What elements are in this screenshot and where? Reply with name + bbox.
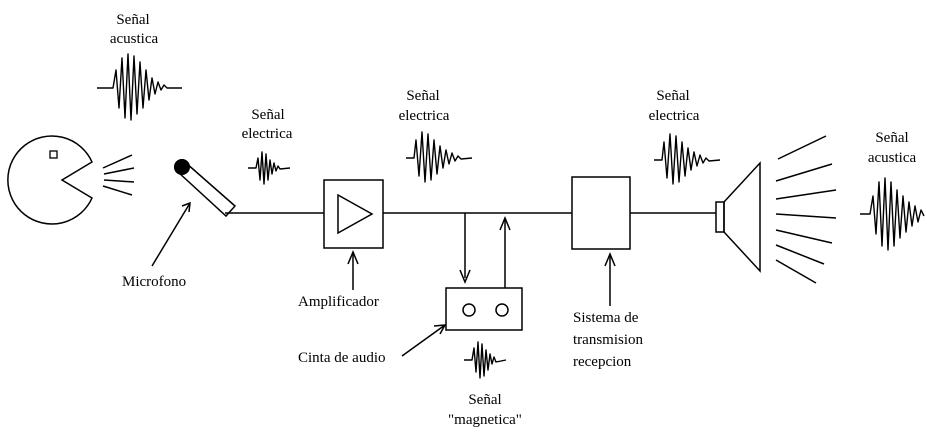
magnetic-waveform [464,341,507,379]
audio-tape-label: Cinta de audio [298,350,385,366]
electric-signal-3-label-1: Señal [656,88,689,104]
transmission-system-block [571,176,631,250]
loudspeaker-rays [775,135,837,284]
loudspeaker [715,161,761,273]
transmission-system-label-1: Sistema de [573,310,639,326]
label-pointers [151,201,616,357]
electric-signal-1-label-2: electrica [242,126,293,142]
acoustic-signal-top-label-2: acustica [110,31,159,47]
acoustic-signal-right-label-2: acustica [868,150,917,166]
amplifier-block [323,179,384,249]
transmission-system-label-2: transmision [573,332,643,348]
acoustic-signal-top-label-1: Señal [116,12,149,28]
amplifier-label: Amplificador [298,294,379,310]
acoustic-signal-right-label-1: Señal [875,130,908,146]
magnetic-signal-label-1: Señal [468,392,501,408]
electric-signal-2-label-1: Señal [406,88,439,104]
electric-signal-3-label-2: electrica [649,108,700,124]
tape-connections [459,213,511,288]
microphone-label: Microfono [122,274,186,290]
microphone [174,159,237,218]
electric-waveform-2 [406,131,473,183]
audio-tape [445,287,523,331]
electric-signal-1-label-1: Señal [251,107,284,123]
electric-waveform-1 [248,151,291,185]
acoustic-waveform-right [860,177,925,251]
electric-signal-2-label-2: electrica [399,108,450,124]
electric-waveform-3 [654,133,721,185]
voice-lines [102,154,135,196]
speaker-head [7,135,93,225]
transmission-system-label-3: recepcion [573,354,632,370]
acoustic-waveform-top [97,53,182,121]
magnetic-signal-label-2: "magnetica" [448,412,522,428]
